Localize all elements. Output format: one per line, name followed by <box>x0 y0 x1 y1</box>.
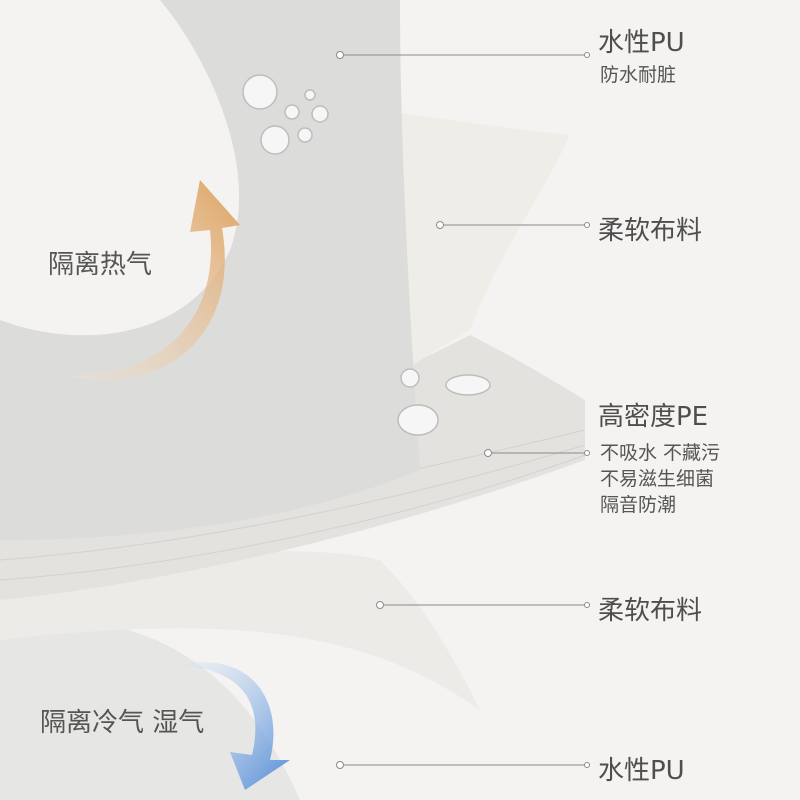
cold-arrow-icon <box>180 662 290 790</box>
layer-3-desc-2: 不易滋生细菌 <box>600 468 715 490</box>
bottom-pu-sheet <box>0 618 300 800</box>
callout-lines <box>336 51 590 769</box>
layer-5-title: 水性PU <box>598 756 685 786</box>
top-pu-sheet <box>0 0 420 540</box>
layer-1-title: 水性PU <box>598 28 685 58</box>
layer-3-title: 高密度PE <box>598 402 709 432</box>
cold-arrow-label: 隔离冷气 湿气 <box>40 708 205 738</box>
upper-fabric-sheet <box>360 110 570 400</box>
layer-3-desc-1: 不吸水 不藏污 <box>600 442 721 464</box>
lower-fabric-sheet <box>0 551 480 710</box>
water-drops-icon <box>242 74 491 436</box>
layer-3-desc-3: 隔音防潮 <box>600 494 677 516</box>
heat-arrow-icon <box>60 180 240 381</box>
layer-1-desc: 防水耐脏 <box>600 64 677 86</box>
layer-4-title: 柔软布料 <box>598 596 703 626</box>
layer-2-title: 柔软布料 <box>598 216 703 246</box>
heat-arrow-label: 隔离热气 <box>48 250 153 280</box>
